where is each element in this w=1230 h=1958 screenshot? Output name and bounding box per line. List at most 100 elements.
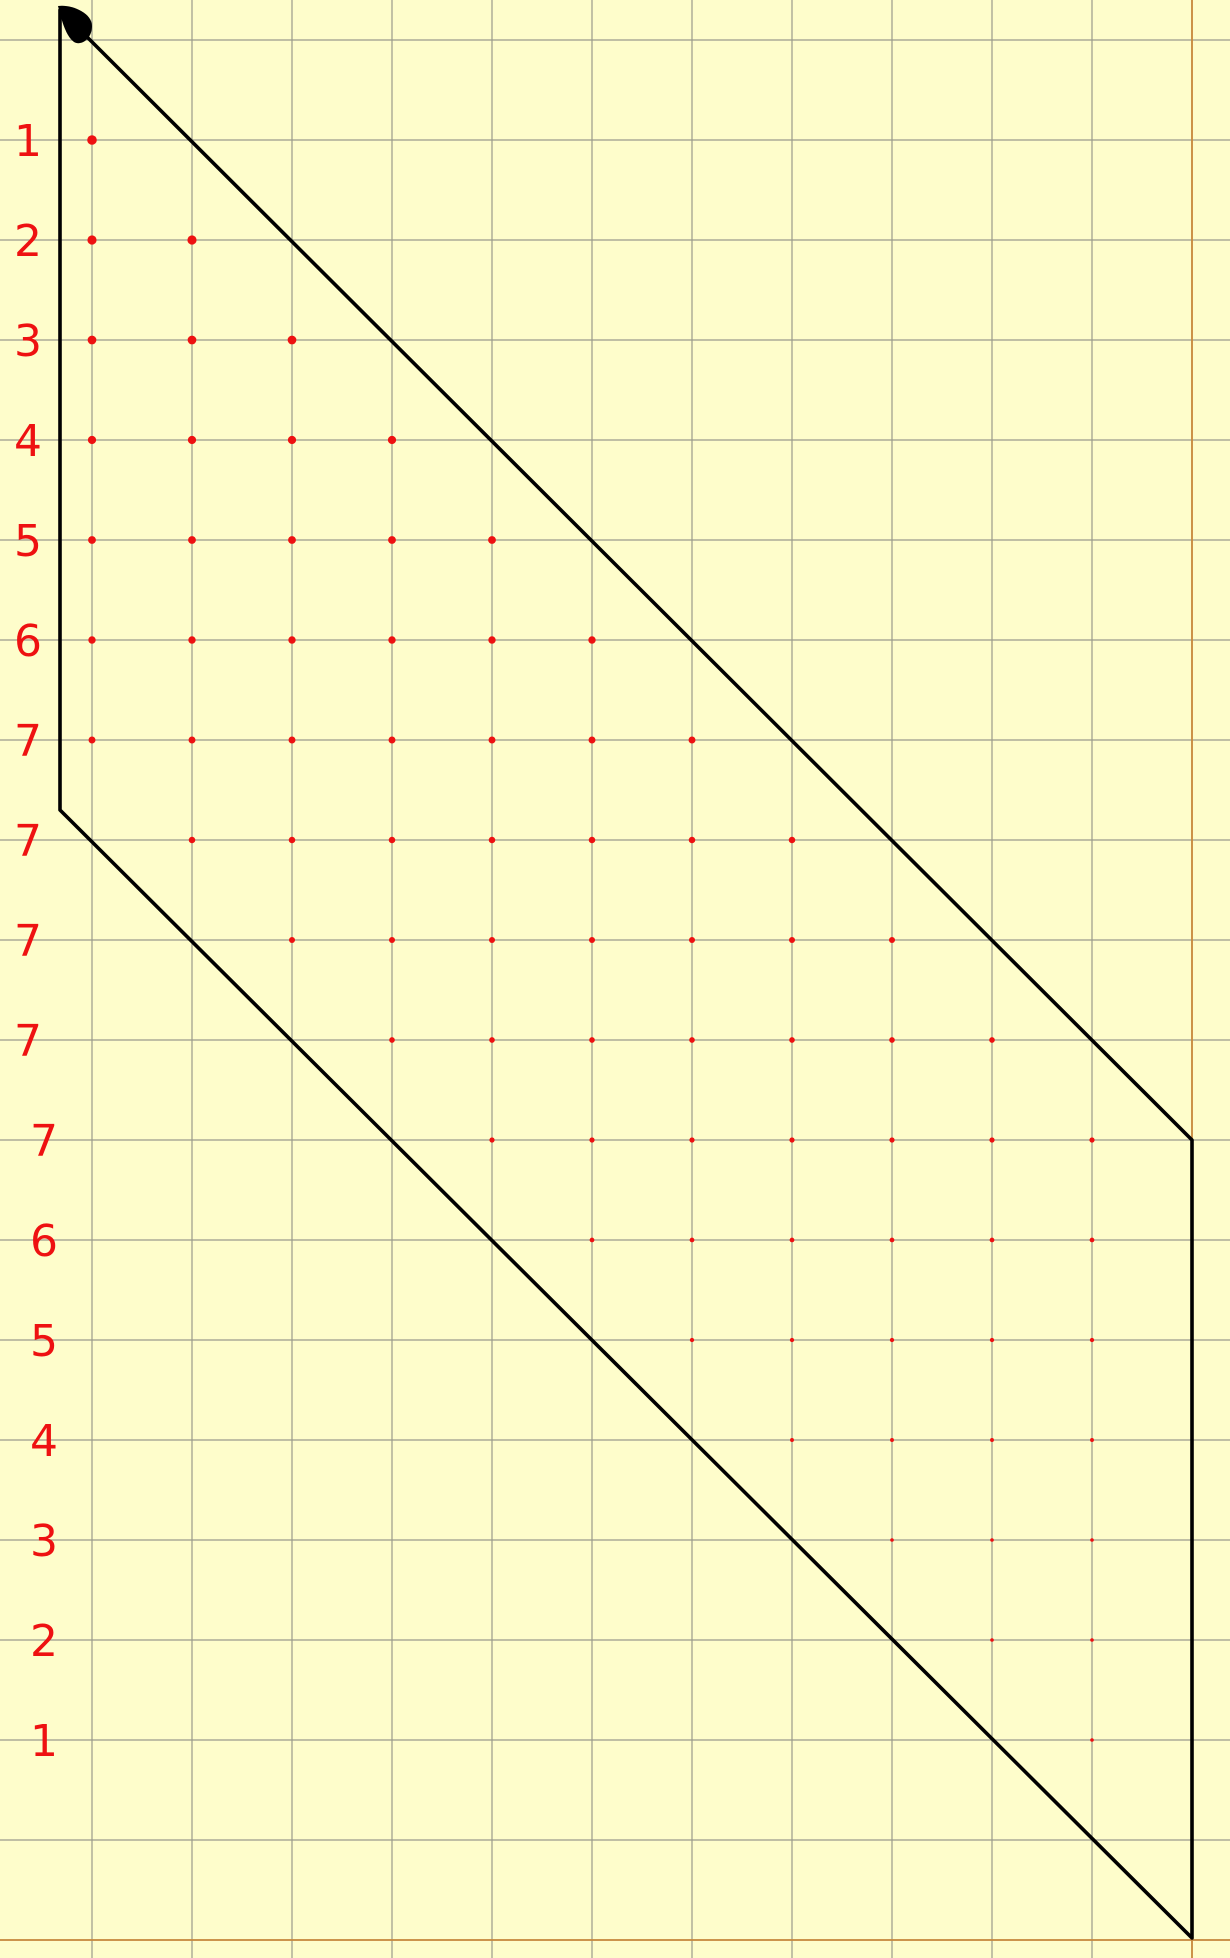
row-label: 7 <box>30 1116 58 1167</box>
red-dot <box>288 936 296 944</box>
row-label: 3 <box>14 316 42 367</box>
red-dot <box>288 736 296 744</box>
red-dot <box>88 736 96 744</box>
red-dot <box>688 936 696 944</box>
red-dot <box>789 1137 795 1143</box>
red-dot <box>288 636 296 644</box>
row-label: 6 <box>14 616 42 667</box>
red-dot <box>990 1438 994 1442</box>
red-dot <box>588 836 596 844</box>
row-label: 4 <box>14 416 42 467</box>
red-dot <box>789 1237 795 1243</box>
red-dot <box>188 536 196 544</box>
red-dot <box>1089 1337 1095 1343</box>
red-dot <box>87 335 97 345</box>
red-dot <box>789 1037 795 1043</box>
red-dot <box>388 836 396 844</box>
row-label: 4 <box>30 1416 58 1467</box>
red-dot <box>588 736 596 744</box>
red-dot <box>890 1538 894 1542</box>
red-dot <box>188 736 196 744</box>
red-dot <box>489 1037 495 1043</box>
red-dot <box>87 435 97 445</box>
red-dot <box>689 1037 695 1043</box>
red-dot <box>888 936 896 944</box>
red-dot <box>488 636 496 644</box>
red-dot <box>989 1237 995 1243</box>
row-label: 1 <box>14 116 42 167</box>
red-dot <box>789 1337 795 1343</box>
red-dot <box>488 536 496 544</box>
red-dot <box>688 736 696 744</box>
red-dot <box>588 936 596 944</box>
row-label: 7 <box>14 816 42 867</box>
red-dot <box>1090 1738 1094 1742</box>
red-dot <box>288 836 296 844</box>
red-dot <box>889 1137 895 1143</box>
row-label: 1 <box>30 1716 58 1767</box>
red-dot <box>388 536 396 544</box>
red-dot <box>187 335 197 345</box>
red-dot <box>889 1037 895 1043</box>
row-label: 7 <box>14 1016 42 1067</box>
red-dot <box>1089 1237 1095 1243</box>
red-dot <box>389 1037 395 1043</box>
row-label: 7 <box>14 716 42 767</box>
parallelogram-outline <box>58 5 1194 1940</box>
red-dot <box>790 1438 794 1442</box>
red-dot <box>989 1037 995 1043</box>
red-dot <box>889 1237 895 1243</box>
red-dot <box>388 636 396 644</box>
red-dot <box>188 636 196 644</box>
red-dot <box>589 1037 595 1043</box>
row-label: 2 <box>14 216 42 267</box>
row-label: 5 <box>30 1316 58 1367</box>
row-label: 6 <box>30 1216 58 1267</box>
red-dot <box>87 235 97 245</box>
red-dot <box>488 836 496 844</box>
red-dot <box>689 1237 695 1243</box>
red-dot <box>589 1237 595 1243</box>
row-label: 3 <box>30 1516 58 1567</box>
red-dot <box>88 636 96 644</box>
red-dot <box>187 235 197 245</box>
red-dot <box>388 736 396 744</box>
red-dot <box>288 536 296 544</box>
red-dot <box>990 1638 994 1642</box>
red-dot <box>1090 1538 1094 1542</box>
red-dot <box>890 1438 894 1442</box>
red-dot <box>788 836 796 844</box>
red-dot <box>1090 1438 1094 1442</box>
red-dot <box>287 335 297 345</box>
red-dot <box>989 1137 995 1143</box>
red-dot <box>788 936 796 944</box>
red-dot <box>388 936 396 944</box>
row-label: 5 <box>14 516 42 567</box>
red-dot <box>1090 1638 1094 1642</box>
starting-point-blob <box>58 5 92 44</box>
red-dot <box>88 536 96 544</box>
red-dot <box>488 936 496 944</box>
red-dot <box>489 1137 495 1143</box>
red-dot <box>387 435 397 445</box>
red-dot <box>990 1538 994 1542</box>
red-dot <box>688 836 696 844</box>
red-dot <box>989 1337 995 1343</box>
red-dot <box>1089 1137 1095 1143</box>
parallelogram-edge <box>58 8 1194 1940</box>
red-dot-grid <box>87 135 1095 1742</box>
red-dot <box>488 736 496 744</box>
red-dot <box>187 435 197 445</box>
red-dot <box>287 435 297 445</box>
red-dot <box>889 1337 895 1343</box>
red-dot <box>689 1337 695 1343</box>
red-dot <box>588 636 596 644</box>
red-dot <box>589 1137 595 1143</box>
red-dot <box>87 135 97 145</box>
red-dot <box>188 836 196 844</box>
